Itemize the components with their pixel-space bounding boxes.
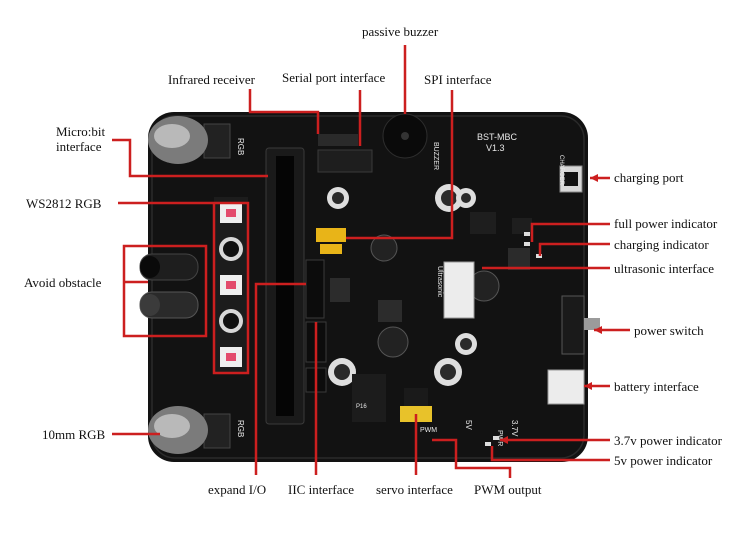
svg-text:Ultrasonic: Ultrasonic: [436, 266, 443, 298]
label-5v-indicator: 5v power indicator: [614, 453, 713, 468]
svg-text:CHARGER: CHARGER: [558, 155, 564, 186]
label-ws2812: WS2812 RGB: [26, 196, 102, 211]
svg-text:P16: P16: [356, 404, 367, 410]
svg-text:RGB: RGB: [236, 138, 245, 155]
ws2812-leds: [214, 197, 248, 373]
svg-text:RGB: RGB: [236, 420, 245, 437]
label-3v7-indicator: 3.7v power indicator: [614, 433, 722, 448]
ultrasonic-connector: Ultrasonic: [436, 261, 475, 319]
header-pins: [305, 259, 386, 422]
svg-text:V1.3: V1.3: [486, 143, 505, 153]
label-full-power-indicator: full power indicator: [614, 216, 718, 231]
svg-text:BUZZER: BUZZER: [432, 142, 439, 170]
svg-text:BST-MBC: BST-MBC: [477, 132, 518, 142]
label-charging-port: charging port: [614, 170, 684, 185]
label-servo: servo interface: [376, 482, 453, 497]
rgb-led-bottom: RGB: [148, 406, 245, 454]
label-passive-buzzer: passive buzzer: [362, 24, 439, 39]
label-microbit: Micro:bit interface: [56, 124, 106, 154]
label-expand-io: expand I/O: [208, 482, 267, 497]
svg-text:3.7V: 3.7V: [510, 420, 519, 437]
power-switch: [561, 295, 600, 355]
label-battery-interface: battery interface: [614, 379, 699, 394]
label-pwm-output: PWM output: [474, 482, 542, 497]
label-infrared-receiver: Infrared receiver: [168, 72, 255, 87]
battery-connector: [547, 369, 585, 405]
label-serial-port: Serial port interface: [282, 70, 386, 85]
label-spi: SPI interface: [424, 72, 492, 87]
svg-text:PWR: PWR: [496, 430, 503, 446]
label-ultrasonic-interface: ultrasonic interface: [614, 261, 714, 276]
label-avoid-obstacle: Avoid obstacle: [24, 275, 102, 290]
charging-port: CHARGER: [558, 155, 583, 193]
label-power-switch: power switch: [634, 323, 704, 338]
label-charging-indicator: charging indicator: [614, 237, 709, 252]
label-iic: IIC interface: [288, 482, 355, 497]
svg-text:5V: 5V: [464, 420, 473, 430]
svg-text:PWM: PWM: [420, 427, 437, 434]
label-10mm-rgb: 10mm RGB: [42, 427, 106, 442]
